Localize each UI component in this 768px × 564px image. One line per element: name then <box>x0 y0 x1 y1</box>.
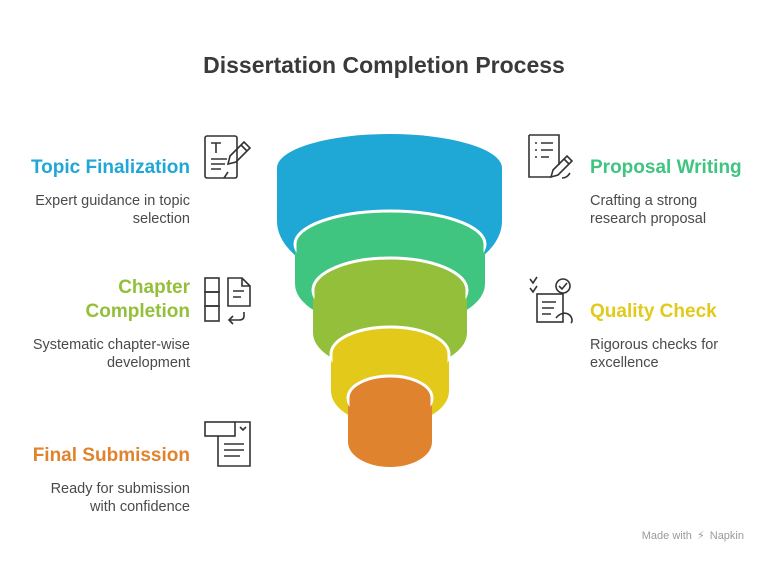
chapter-completion-desc: Systematic chapter-wise development <box>10 336 190 372</box>
chapter-heading-line1: Chapter <box>118 277 190 298</box>
quality-desc-line1: Rigorous checks for <box>590 337 719 353</box>
final-submission-heading: Final Submission <box>32 445 190 466</box>
footer-credit: Made with ⚡ Napkin <box>642 529 744 542</box>
chapter-desc-line1: Systematic chapter-wise <box>32 337 190 353</box>
final-desc-line1: Ready for submission <box>50 481 190 497</box>
topic-finalization-heading: Topic Finalization <box>30 157 190 178</box>
topic-desc-line2: selection <box>132 211 190 227</box>
document-pen-icon <box>204 135 252 179</box>
topic-desc-line1: Expert guidance in topic <box>35 193 190 209</box>
checklist-pen-icon <box>528 134 574 179</box>
proposal-desc-line2: research proposal <box>590 211 707 227</box>
final-desc-line2: with confidence <box>90 499 190 515</box>
footer-brand: Napkin <box>709 530 744 542</box>
chapter-completion-heading: Chapter Completion <box>20 276 191 324</box>
footer-made-with: Made with <box>641 530 692 542</box>
proposal-desc-line1: Crafting a strong <box>590 193 698 209</box>
quality-check-icon <box>529 276 573 324</box>
chapter-desc-line2: development <box>106 355 190 371</box>
page-title: Dissertation Completion Process <box>203 52 565 78</box>
quality-check-desc: Rigorous checks for excellence <box>590 336 760 372</box>
napkin-logo-icon: ⚡ <box>696 530 705 542</box>
topic-finalization-desc: Expert guidance in topic selection <box>10 192 190 228</box>
funnel-level-final <box>346 374 434 467</box>
final-submission-desc: Ready for submission with confidence <box>10 480 190 516</box>
proposal-writing-desc: Crafting a strong research proposal <box>590 192 760 228</box>
quality-desc-line2: excellence <box>590 355 659 371</box>
proposal-writing-heading: Proposal Writing <box>590 157 742 178</box>
chapter-blocks-icon <box>204 277 251 325</box>
chapter-heading-line2: Completion <box>85 301 191 322</box>
quality-check-heading: Quality Check <box>590 301 717 322</box>
submission-document-icon <box>204 421 251 467</box>
